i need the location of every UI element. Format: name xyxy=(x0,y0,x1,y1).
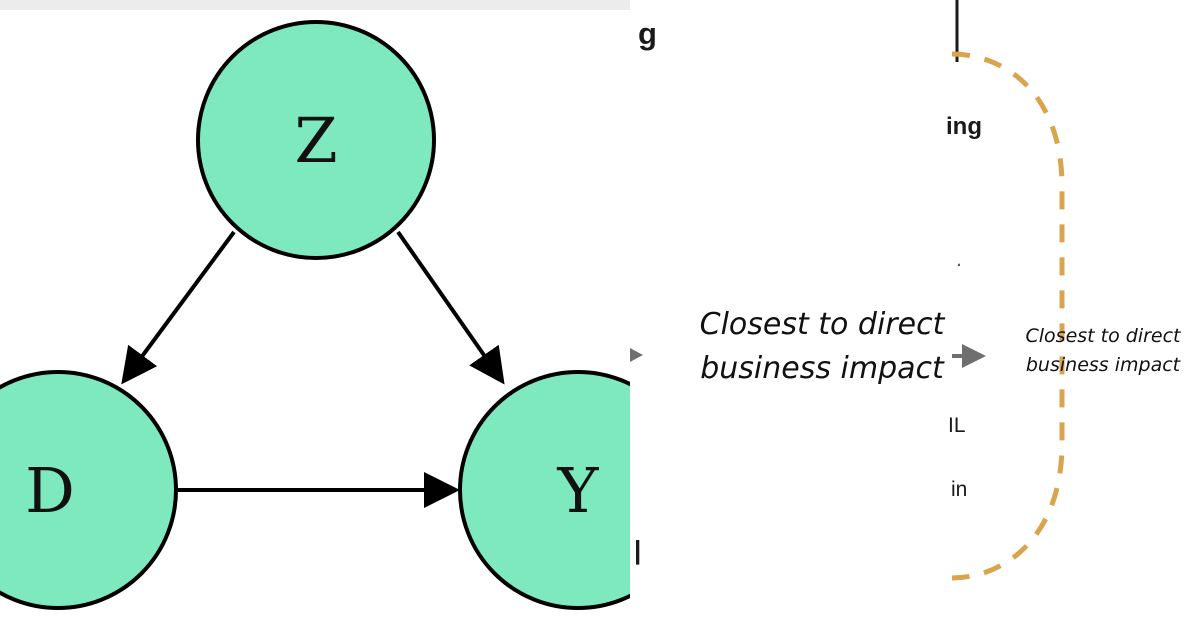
text-fragment-bar: | xyxy=(634,535,642,565)
dag-top-strip xyxy=(0,0,630,10)
dashed-bracket xyxy=(951,51,1065,581)
dag-node-y-label: Y xyxy=(557,454,600,527)
dag-node-z[interactable]: Z xyxy=(196,20,436,260)
dag-node-d-label: D xyxy=(25,454,75,527)
dag-graphic: Z D Y xyxy=(0,20,630,610)
text-fragment-dot: . xyxy=(956,248,962,271)
dag-edge-z-to-d xyxy=(121,230,236,385)
text-fragment-in: in xyxy=(951,478,968,501)
dag-panel: Z D Y xyxy=(0,0,630,610)
left-arrow-icon xyxy=(630,348,643,362)
right-panel: g ing . IL in | Closest to direct busine… xyxy=(630,0,1200,630)
annotation-primary: Closest to direct business impact xyxy=(699,307,945,386)
dag-node-y[interactable]: Y xyxy=(458,370,630,610)
text-fragment-il: IL xyxy=(948,414,966,437)
text-fragment-ing: ing xyxy=(946,113,982,140)
dag-node-d[interactable]: D xyxy=(0,370,178,610)
text-fragment-g: g xyxy=(638,16,658,51)
dag-node-z-label: Z xyxy=(294,104,337,177)
annotation-secondary: Closest to direct business impact xyxy=(1025,325,1181,376)
right-panel-graphics xyxy=(630,0,1065,581)
dag-edge-z-to-y xyxy=(396,230,505,385)
